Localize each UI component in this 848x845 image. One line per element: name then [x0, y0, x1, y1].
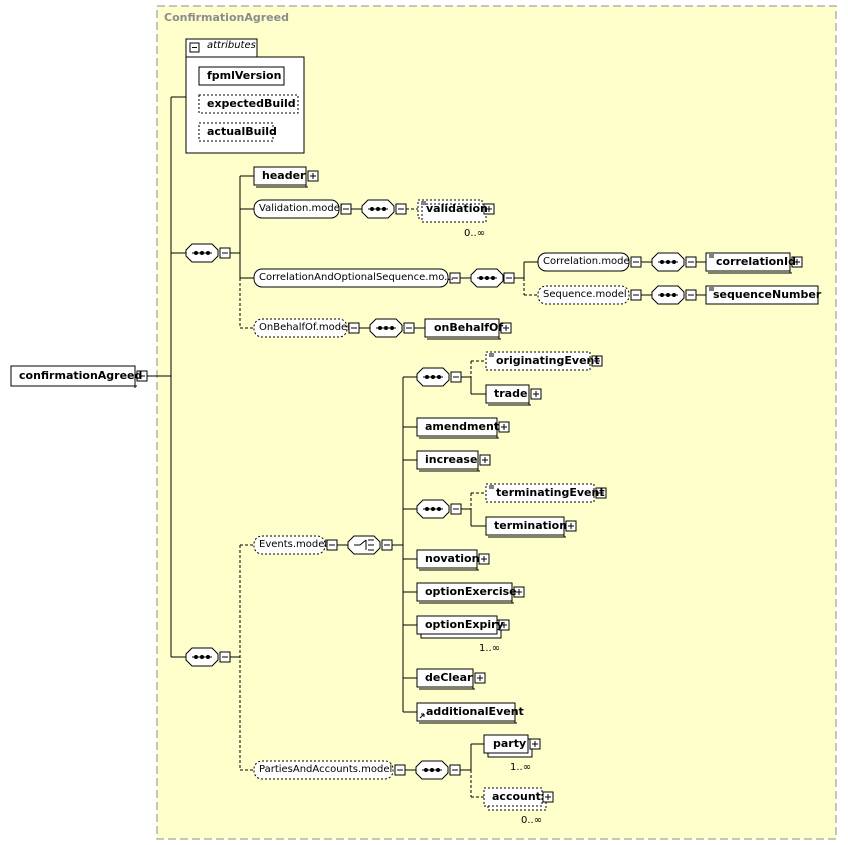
- element-sequenceNumber[interactable]: sequenceNumber: [713, 288, 822, 301]
- attr-box-fpmlVersion: [198, 66, 285, 86]
- element-box-termination: [485, 516, 577, 538]
- cardinality-optionExpiry: 1..∞: [479, 643, 501, 654]
- group-parties-model[interactable]: PartiesAndAccounts.model: [259, 764, 393, 775]
- connectors: [147, 96, 706, 798]
- cardinality-validation: 0..∞: [464, 228, 486, 239]
- cardinality-party: 1..∞: [510, 762, 532, 773]
- element-box-additionalEvent: [416, 702, 517, 724]
- element-box-novation: [416, 549, 490, 571]
- element-box-correlationId: [705, 252, 803, 274]
- attr-fpmlVersion[interactable]: fpmlVersion: [207, 69, 282, 82]
- attr-box-expectedBuild: [198, 94, 299, 114]
- element-box-trade: [485, 384, 542, 406]
- element-boxes: [253, 166, 819, 811]
- element-box-sequenceNumber: [705, 285, 819, 305]
- element-terminatingEvent[interactable]: terminatingEvent: [496, 486, 605, 499]
- element-box-amendment: [416, 417, 510, 439]
- sequence-compositor-parties: [415, 760, 461, 780]
- sequence-compositor-validation: [361, 199, 407, 219]
- group-box-sequence-model: [537, 285, 630, 305]
- choice-compositor-events: [347, 535, 393, 555]
- element-account[interactable]: account: [492, 790, 541, 803]
- sequence-compositor-sequence: [651, 285, 697, 305]
- element-box-account: [483, 787, 554, 811]
- attr-box-actualBuild: [198, 122, 274, 142]
- attributes-tab: [185, 38, 258, 58]
- sequence-compositor-terminating: [416, 499, 462, 519]
- diagram-title: ConfirmationAgreed: [164, 11, 289, 24]
- group-correlation-seq-model[interactable]: CorrelationAndOptionalSequence.mo...: [259, 272, 454, 283]
- element-deClear[interactable]: deClear: [425, 671, 473, 684]
- element-box-deClear: [416, 668, 486, 690]
- group-box-events-model: [253, 535, 326, 555]
- group-boxes: [253, 199, 642, 780]
- group-onbehalfof-model[interactable]: OnBehalfOf.model: [259, 322, 350, 333]
- group-box-parties-model: [253, 760, 394, 780]
- element-correlationId[interactable]: correlationId: [716, 255, 796, 268]
- element-header[interactable]: header: [262, 169, 306, 182]
- element-termination[interactable]: termination: [494, 519, 568, 532]
- element-increase[interactable]: increase: [425, 453, 478, 466]
- sequence-compositor-main-2: [185, 647, 231, 667]
- element-additionalEvent[interactable]: additionalEvent: [426, 705, 524, 718]
- element-optionExercise[interactable]: optionExercise: [425, 585, 517, 598]
- attributes-label: attributes: [207, 40, 256, 51]
- group-box-validation-model: [253, 199, 340, 219]
- sequence-compositor-onbehalfof: [369, 318, 415, 338]
- group-events-model[interactable]: Events.model: [259, 539, 328, 550]
- element-box-onBehalfOf: [424, 318, 512, 340]
- group-box-correlation-model: [537, 252, 630, 272]
- attr-expectedBuild[interactable]: expectedBuild: [207, 97, 296, 110]
- sequence-compositor-originating: [416, 367, 462, 387]
- element-party[interactable]: party: [493, 737, 527, 750]
- element-box-party: [483, 734, 541, 758]
- sequence-compositor-correlation-seq: [470, 268, 515, 288]
- compositor-shapes: [185, 199, 697, 780]
- element-validation[interactable]: validation: [426, 202, 488, 215]
- element-box-header: [253, 166, 319, 188]
- element-optionExpiry[interactable]: optionExpiry: [425, 618, 504, 631]
- sequence-compositor-correlation: [651, 252, 697, 272]
- element-box-validation: [417, 199, 495, 223]
- attr-actualBuild[interactable]: actualBuild: [207, 125, 277, 138]
- group-box-correlation-seq-model: [253, 268, 449, 288]
- sequence-compositor-main-1: [185, 243, 231, 263]
- element-box-optionExpiry: [416, 615, 510, 639]
- element-onBehalfOf[interactable]: onBehalfOf: [434, 321, 504, 334]
- group-box-onbehalfof-model: [253, 318, 348, 338]
- element-novation[interactable]: novation: [425, 552, 480, 565]
- element-trade[interactable]: trade: [494, 387, 528, 400]
- element-box-optionExercise: [416, 582, 525, 604]
- group-sequence-model[interactable]: Sequence.model: [543, 289, 627, 300]
- element-amendment[interactable]: amendment: [425, 420, 500, 433]
- element-originatingEvent[interactable]: originatingEvent: [496, 354, 600, 367]
- cardinality-account: 0..∞: [521, 815, 543, 826]
- element-box-originatingEvent: [485, 351, 603, 371]
- group-validation-model[interactable]: Validation.model: [259, 203, 343, 214]
- element-box-increase: [416, 450, 491, 472]
- root-element[interactable]: confirmationAgreed: [19, 369, 143, 382]
- element-box-terminatingEvent: [485, 483, 607, 503]
- group-correlation-model[interactable]: Correlation.model: [543, 256, 633, 267]
